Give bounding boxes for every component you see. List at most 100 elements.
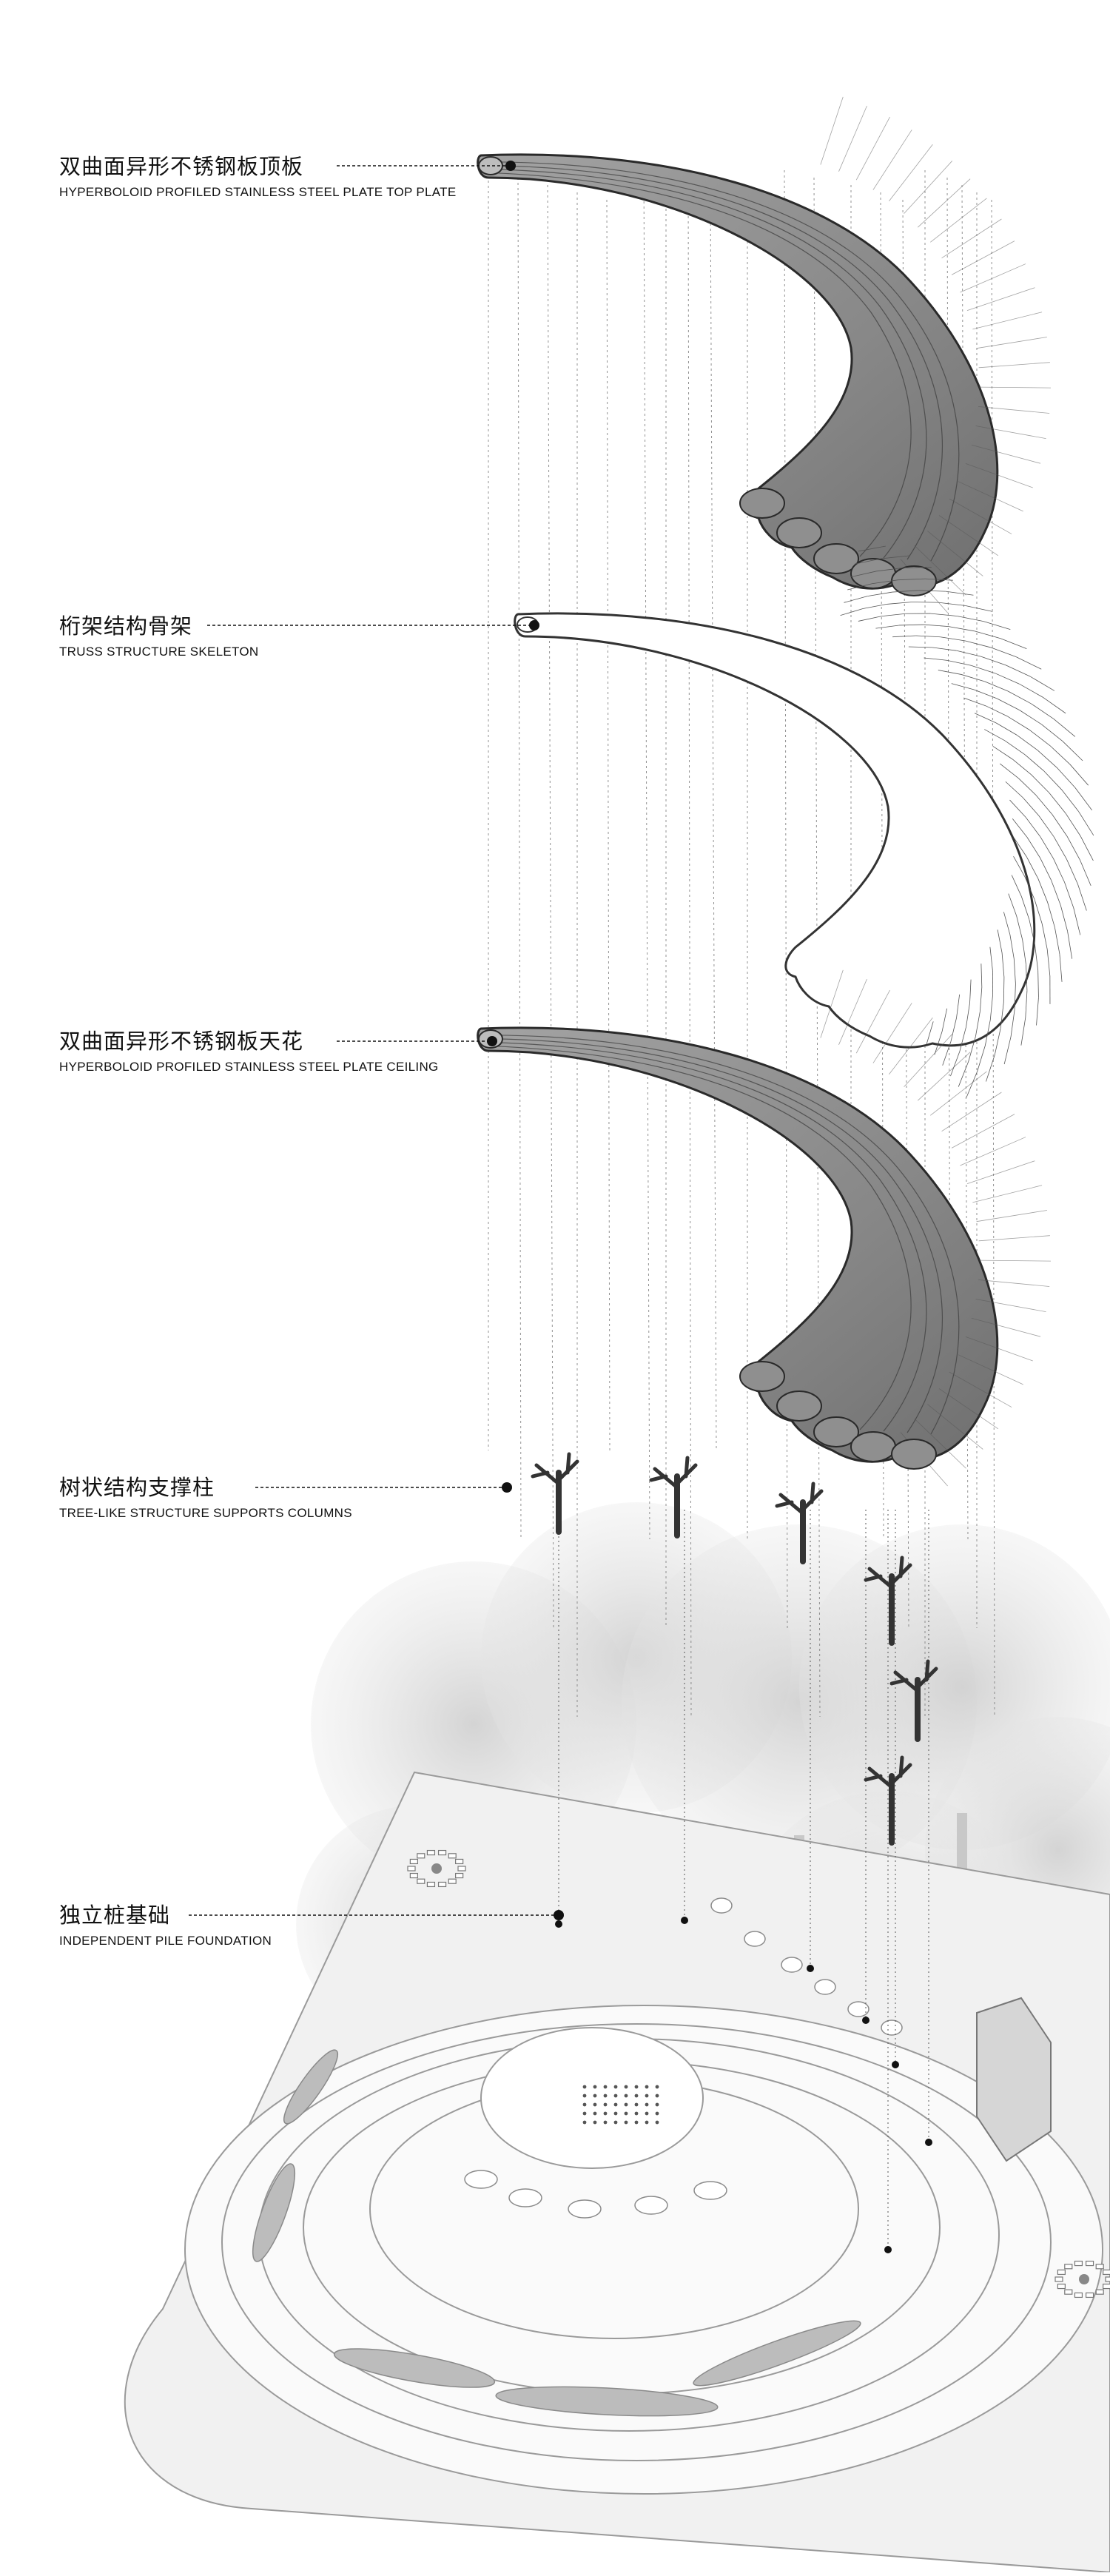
label-top-plate-en: HYPERBOLOID PROFILED STAINLESS STEEL PLA…: [59, 185, 456, 200]
truss-member: [1010, 800, 1026, 817]
truss-member: [985, 682, 1009, 691]
radial-paver: [439, 1851, 446, 1855]
boulder: [815, 1980, 835, 1994]
radial-paver: [456, 1874, 463, 1878]
truss-member: [983, 622, 1010, 630]
top-plate-layer: [478, 97, 1051, 613]
boulder: [711, 1898, 732, 1913]
radial-paver-center: [1079, 2274, 1089, 2284]
truss-member: [844, 596, 867, 603]
truss-member: [1080, 860, 1091, 886]
truss-member: [1040, 837, 1054, 858]
court-dot: [593, 2121, 597, 2125]
court-dot: [583, 2094, 587, 2098]
ceiling-plate-lobe: [777, 1391, 821, 1421]
truss-member: [993, 746, 1012, 759]
truss-member: [1039, 815, 1054, 836]
radial-paver: [1086, 2261, 1094, 2266]
label-columns: 树状结构支撑柱 TREE-LIKE STRUCTURE SUPPORTS COL…: [59, 1470, 352, 1521]
truss-member: [995, 673, 1019, 684]
court-dot: [593, 2103, 597, 2107]
truss-member: [1037, 998, 1039, 1026]
truss-member: [1011, 1010, 1015, 1037]
truss-member: [1066, 859, 1077, 884]
radial-paver: [1074, 2261, 1082, 2266]
truss-member: [863, 604, 887, 608]
truss-member: [924, 658, 947, 660]
projection-line: [688, 185, 691, 1717]
truss-member: [1050, 746, 1070, 764]
label-pile-cn: 独立桩基础: [59, 1898, 272, 1929]
top-plate-panel-line: [979, 363, 1050, 368]
court-dot: [625, 2085, 628, 2089]
truss-member: [941, 637, 966, 641]
top-plate-panel-line: [952, 241, 1015, 275]
court-dot: [583, 2085, 587, 2089]
ceiling-plate-panel-line: [952, 1114, 1015, 1149]
projection-line: [518, 178, 521, 1539]
label-top-plate-cn: 双曲面异形不锈钢板顶板: [59, 149, 456, 181]
ceiling-plate-lobe: [851, 1432, 895, 1462]
site-plan: [125, 1772, 1110, 2572]
truss-member: [1027, 857, 1038, 878]
leader-dot: [554, 1910, 564, 1920]
truss-member: [971, 665, 995, 673]
truss-member: [1026, 817, 1040, 836]
truss-member: [1019, 684, 1043, 697]
court-dot: [604, 2112, 608, 2116]
truss-member: [1037, 750, 1057, 768]
tree-column-icon: [651, 1458, 696, 1487]
truss-member: [986, 706, 1008, 716]
pile-marker: [892, 2061, 899, 2068]
pile-marker: [884, 2246, 892, 2253]
radial-paver: [1057, 2284, 1065, 2289]
radial-paver: [1065, 2264, 1072, 2269]
court-dot: [635, 2112, 639, 2116]
truss-member: [997, 699, 1019, 710]
radial-paver: [1106, 2277, 1110, 2281]
court-dot: [614, 2094, 618, 2098]
court-dot: [604, 2094, 608, 2098]
radial-paver: [448, 1854, 456, 1858]
ceiling-layer: [478, 970, 1051, 1486]
leader-dot: [505, 161, 516, 171]
truss-member: [947, 660, 971, 665]
top-plate-panel-line: [930, 198, 986, 242]
court-dot: [625, 2094, 628, 2098]
radial-paver: [1057, 2270, 1065, 2274]
pile-marker: [925, 2139, 932, 2146]
pile-marker: [555, 1920, 562, 1928]
radial-paver: [456, 1859, 463, 1863]
radial-paver: [427, 1851, 434, 1855]
top-plate-lobe: [777, 518, 821, 548]
court-dot: [625, 2112, 628, 2116]
radial-paver: [1086, 2293, 1094, 2297]
court-dot: [645, 2094, 649, 2098]
truss-member: [1027, 837, 1040, 858]
court-dot: [645, 2112, 649, 2116]
truss-member: [1000, 639, 1026, 649]
top-plate-panel-line: [856, 117, 889, 180]
central-court: [481, 2028, 703, 2168]
truss-member: [1047, 949, 1050, 976]
court-dot: [614, 2085, 618, 2089]
radial-paver: [408, 1866, 415, 1871]
truss-member: [1017, 736, 1037, 750]
truss-member: [1067, 836, 1080, 860]
truss-member: [1054, 927, 1060, 954]
pile-marker: [807, 1965, 814, 1972]
boulder: [881, 2020, 902, 2035]
radial-paver: [1074, 2293, 1082, 2297]
court-dot: [583, 2112, 587, 2116]
truss-member: [1043, 697, 1066, 713]
label-ceiling-cn: 双曲面异形不锈钢板天花: [59, 1024, 439, 1055]
radial-paver-center: [431, 1863, 442, 1874]
truss-member: [952, 684, 975, 690]
truss-member: [924, 625, 949, 627]
radial-paver: [427, 1882, 434, 1886]
truss-member: [1074, 908, 1080, 935]
ceiling-plate-panel-line: [942, 1092, 1002, 1131]
truss-member: [912, 602, 938, 603]
label-pile: 独立桩基础 INDEPENDENT PILE FOUNDATION: [59, 1898, 272, 1948]
